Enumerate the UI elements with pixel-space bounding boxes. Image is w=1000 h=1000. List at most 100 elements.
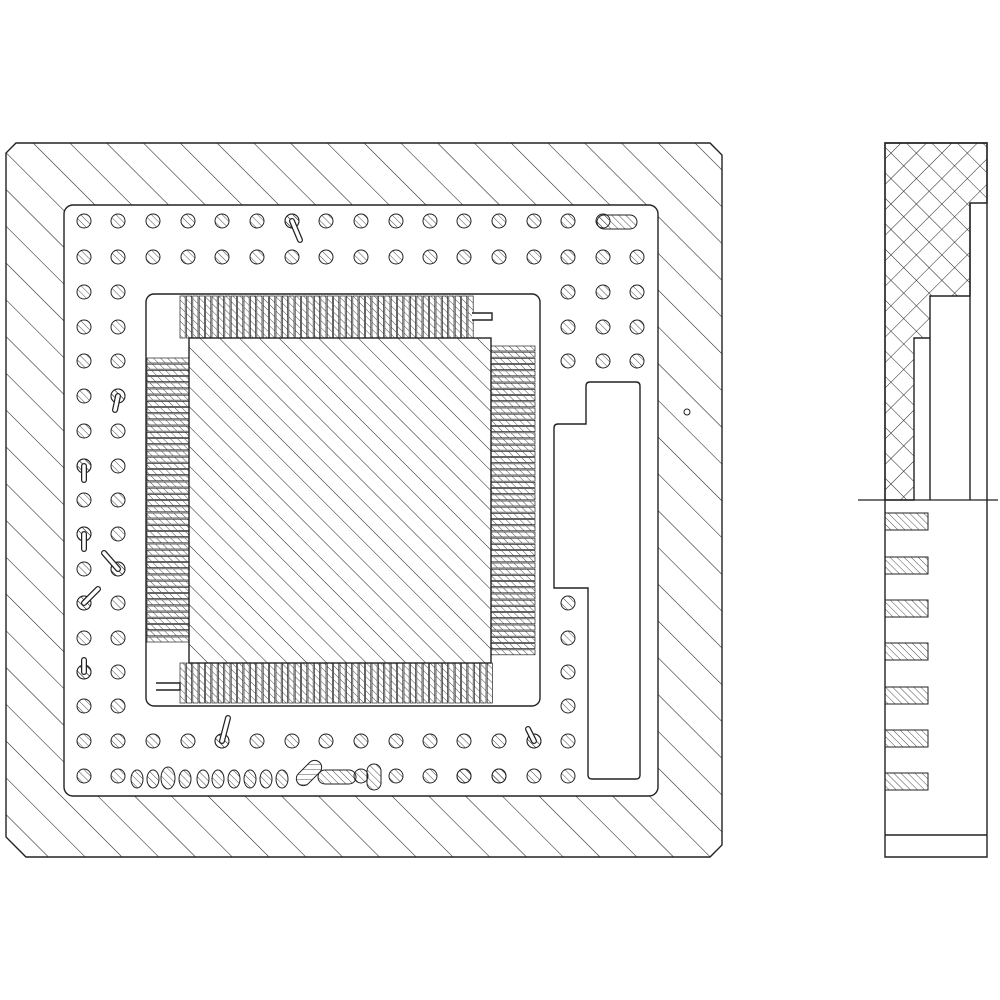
- side-pin: [884, 512, 929, 531]
- bond-finger: [179, 295, 186, 339]
- via: [560, 664, 576, 680]
- bond-finger: [467, 662, 474, 704]
- bond-finger: [146, 624, 190, 630]
- bond-finger: [146, 432, 190, 438]
- bond-finger: [146, 425, 190, 432]
- via: [491, 733, 507, 749]
- via: [214, 249, 230, 265]
- via: [595, 249, 611, 265]
- via: [243, 769, 257, 789]
- bond-finger: [490, 513, 536, 519]
- bond-finger: [442, 662, 448, 704]
- bond-finger: [146, 481, 190, 488]
- via: [456, 213, 472, 229]
- bond-finger: [474, 662, 480, 704]
- bond-finger: [186, 295, 192, 339]
- finger-tab-top-right: [472, 312, 493, 321]
- trace-stub-fill: [220, 716, 230, 743]
- bond-finger: [490, 562, 536, 569]
- bond-finger: [146, 456, 190, 463]
- lid-section: [884, 142, 988, 501]
- via-grid: [76, 213, 645, 791]
- via: [284, 249, 300, 265]
- bond-finger: [490, 550, 536, 556]
- via: [76, 353, 92, 369]
- via: [110, 664, 126, 680]
- bond-finger: [490, 444, 536, 451]
- side-body-outline: [884, 142, 988, 858]
- bond-finger: [198, 662, 205, 704]
- bond-finger: [146, 469, 190, 475]
- bond-finger: [269, 295, 276, 339]
- bond-finger: [224, 662, 231, 704]
- bond-finger: [490, 544, 536, 550]
- via: [526, 768, 542, 784]
- side-pin: [884, 556, 929, 575]
- bond-finger: [490, 568, 536, 575]
- die: [188, 337, 492, 664]
- bond-finger: [146, 630, 190, 637]
- bond-finger: [397, 295, 404, 339]
- via: [629, 353, 645, 369]
- via: [560, 249, 576, 265]
- bond-finger: [269, 662, 276, 704]
- bond-finger: [262, 662, 269, 704]
- bond-finger: [339, 295, 346, 339]
- via: [560, 319, 576, 335]
- bond-finger: [358, 662, 365, 704]
- trace-stub-fill: [82, 587, 100, 605]
- bond-finger: [490, 401, 536, 408]
- bond-finger: [490, 519, 536, 525]
- bond-finger: [333, 295, 340, 339]
- oval-pad: [596, 214, 638, 230]
- via: [318, 249, 334, 265]
- bond-finger: [390, 295, 397, 339]
- via: [180, 213, 196, 229]
- bond-finger: [146, 487, 190, 494]
- via: [560, 213, 576, 229]
- bond-finger: [243, 662, 250, 704]
- bond-finger: [146, 574, 190, 581]
- via: [110, 284, 126, 300]
- via: [76, 630, 92, 646]
- via: [560, 630, 576, 646]
- via: [110, 423, 126, 439]
- via: [76, 492, 92, 508]
- bond-finger: [352, 295, 359, 339]
- bond-finger: [384, 295, 391, 339]
- bond-finger: [346, 295, 352, 339]
- via: [388, 213, 404, 229]
- bond-finger: [490, 482, 536, 488]
- via: [595, 353, 611, 369]
- bond-finger: [288, 295, 295, 339]
- via: [284, 733, 300, 749]
- bond-finger: [403, 662, 410, 704]
- via: [145, 733, 161, 749]
- via: [388, 768, 404, 784]
- oval-pad: [295, 759, 323, 787]
- bond-finger: [490, 457, 536, 463]
- via: [227, 769, 241, 789]
- via: [76, 733, 92, 749]
- bond-finger: [146, 506, 190, 513]
- via: [422, 733, 438, 749]
- bond-finger: [490, 370, 536, 377]
- bond-finger: [307, 295, 314, 339]
- bond-finger: [288, 662, 295, 704]
- bond-finger: [146, 357, 190, 364]
- bond-finger: [250, 662, 256, 704]
- bond-finger: [326, 662, 333, 704]
- bond-finger: [146, 636, 190, 643]
- bond-finger: [146, 549, 190, 556]
- via: [145, 249, 161, 265]
- bond-finger: [146, 531, 190, 537]
- bond-finger: [146, 556, 190, 562]
- bond-finger: [490, 537, 536, 544]
- side-pin: [884, 772, 929, 791]
- bond-finger: [186, 662, 192, 704]
- via: [76, 319, 92, 335]
- via: [76, 423, 92, 439]
- via: [353, 249, 369, 265]
- via: [130, 769, 144, 789]
- bond-finger: [490, 358, 536, 364]
